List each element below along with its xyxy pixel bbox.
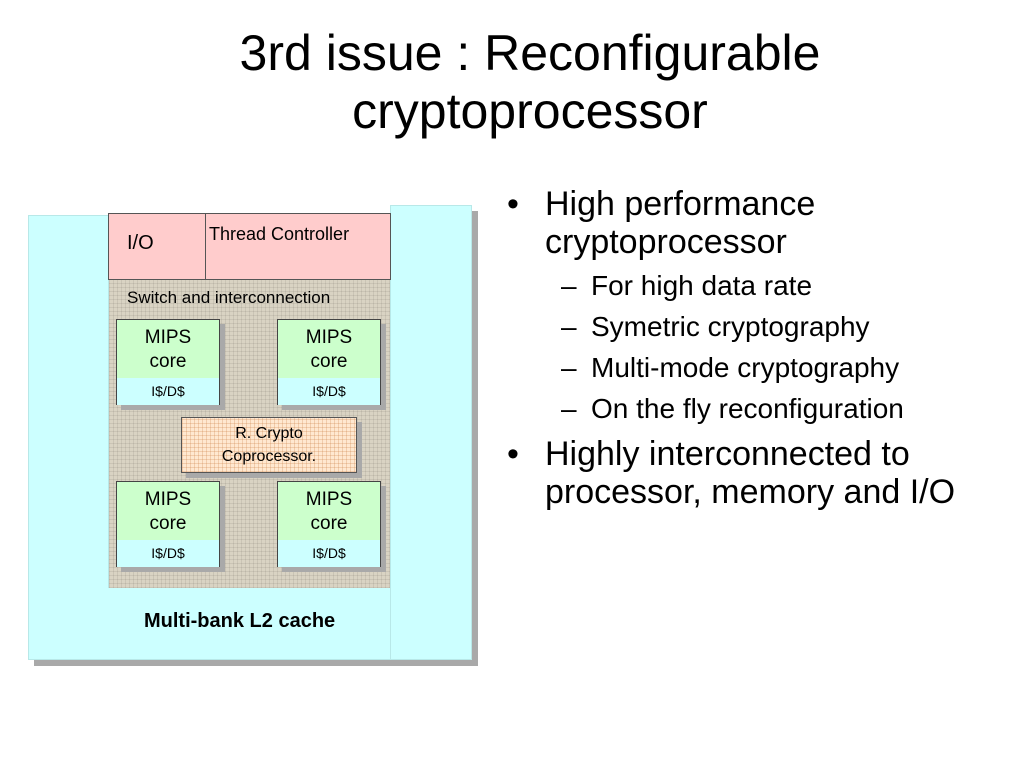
l2-cache-label: Multi-bank L2 cache [144, 610, 336, 632]
bullet-item: Highly interconnected to processor, memo… [505, 435, 1005, 511]
l2-cache-bottom-bank [108, 588, 392, 660]
sub-bullet-item: Multi-mode cryptography [545, 347, 1005, 388]
crypto-coprocessor: R. Crypto Coprocessor. [181, 417, 357, 473]
mips-core-line-2: core [149, 513, 187, 534]
sub-bullet-item: Symetric cryptography [545, 306, 1005, 347]
bullet-item: High performance cryptoprocessor For hig… [505, 185, 1005, 429]
mips-core-label: MIPS core [117, 320, 219, 378]
mips-core-line-1: MIPS [144, 327, 192, 348]
mips-cache: I$/D$ [278, 540, 380, 567]
mips-core-line-2: core [310, 513, 348, 534]
bullet-list: High performance cryptoprocessor For hig… [505, 185, 1005, 517]
architecture-diagram: I/O Thread Controller Switch and interco… [28, 205, 488, 675]
slide-title-line-2: cryptoprocessor [352, 83, 708, 139]
l2-cache-right-bank [390, 205, 472, 660]
sub-bullet-item: For high data rate [545, 265, 1005, 306]
mips-core-3: MIPS core I$/D$ [116, 481, 220, 567]
crypto-line-2: Coprocessor. [221, 448, 317, 465]
mips-core-line-2: core [149, 351, 187, 372]
mips-core-label: MIPS core [278, 320, 380, 378]
crypto-line-1: R. Crypto [235, 425, 303, 442]
mips-cache: I$/D$ [117, 378, 219, 405]
mips-cache: I$/D$ [278, 378, 380, 405]
mips-core-line-1: MIPS [144, 489, 192, 510]
slide-title: 3rd issue : Reconfigurable cryptoprocess… [80, 24, 980, 140]
mips-core-2: MIPS core I$/D$ [277, 319, 381, 405]
sub-bullet-list: For high data rate Symetric cryptography… [545, 265, 1005, 429]
io-block: I/O [108, 213, 206, 280]
bullet-text: High performance cryptoprocessor [545, 185, 816, 261]
mips-cache: I$/D$ [117, 540, 219, 567]
mips-core-line-2: core [310, 351, 348, 372]
l2-cache-left-bank [28, 215, 109, 660]
sub-bullet-item: On the fly reconfiguration [545, 388, 1005, 429]
mips-core-label: MIPS core [278, 482, 380, 540]
thread-controller-label: Thread Controller [209, 224, 350, 244]
slide-title-line-1: 3rd issue : Reconfigurable [239, 25, 821, 81]
mips-core-1: MIPS core I$/D$ [116, 319, 220, 405]
mips-core-label: MIPS core [117, 482, 219, 540]
switch-interconnection-label: Switch and interconnection [127, 288, 331, 307]
thread-controller-block: Thread Controller [205, 213, 391, 280]
mips-core-4: MIPS core I$/D$ [277, 481, 381, 567]
mips-core-line-1: MIPS [305, 327, 353, 348]
io-label: I/O [127, 232, 154, 254]
mips-core-line-1: MIPS [305, 489, 353, 510]
bullet-text: Highly interconnected to processor, memo… [545, 435, 956, 511]
